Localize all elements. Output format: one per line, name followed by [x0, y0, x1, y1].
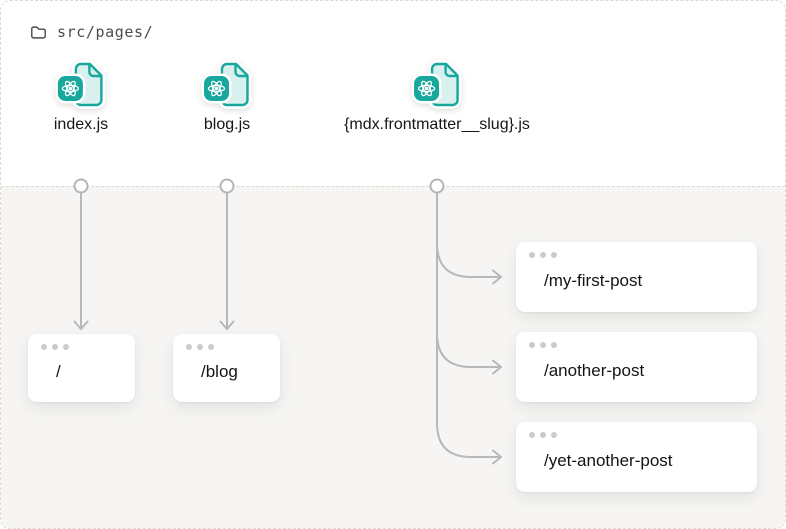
route-card-another-post: /another-post [516, 332, 757, 402]
window-dot [63, 344, 69, 350]
window-dot [41, 344, 47, 350]
route-path: /my-first-post [544, 271, 643, 290]
window-dot [529, 252, 535, 258]
route-path: /another-post [544, 361, 645, 380]
window-dot [208, 344, 214, 350]
route-path: /blog [201, 362, 238, 381]
react-file-icon [54, 59, 108, 111]
window-dot [540, 252, 546, 258]
route-card-blog: /blog [173, 334, 280, 402]
route-path: /yet-another-post [544, 451, 673, 470]
window-dot [551, 342, 557, 348]
window-dot [540, 432, 546, 438]
window-dots [529, 252, 557, 258]
window-dots [529, 342, 557, 348]
window-dot [551, 252, 557, 258]
file-index-js: index.js [54, 59, 108, 134]
window-dots [186, 344, 214, 350]
window-dots [41, 344, 69, 350]
window-dots [529, 432, 557, 438]
route-card-my-first-post: /my-first-post [516, 242, 757, 312]
directory-path-label: src/pages/ [57, 23, 154, 41]
route-card-root: / [28, 334, 135, 402]
directory-path: src/pages/ [29, 20, 153, 44]
file-label: index.js [53, 116, 109, 133]
react-file-icon [410, 59, 464, 111]
window-dot [52, 344, 58, 350]
window-dot [186, 344, 192, 350]
route-card-yet-another-post: /yet-another-post [516, 422, 757, 492]
window-dot [197, 344, 203, 350]
file-label: {mdx.frontmatter__slug}.js [344, 116, 530, 133]
react-file-icon [200, 59, 254, 111]
window-dot [551, 432, 557, 438]
window-dot [529, 342, 535, 348]
window-dot [529, 432, 535, 438]
window-dot [540, 342, 546, 348]
route-path: / [56, 362, 61, 381]
file-mdx-slug-js: {mdx.frontmatter__slug}.js [344, 59, 530, 134]
file-label: blog.js [203, 116, 251, 133]
folder-icon [29, 23, 48, 42]
file-blog-js: blog.js [200, 59, 254, 134]
